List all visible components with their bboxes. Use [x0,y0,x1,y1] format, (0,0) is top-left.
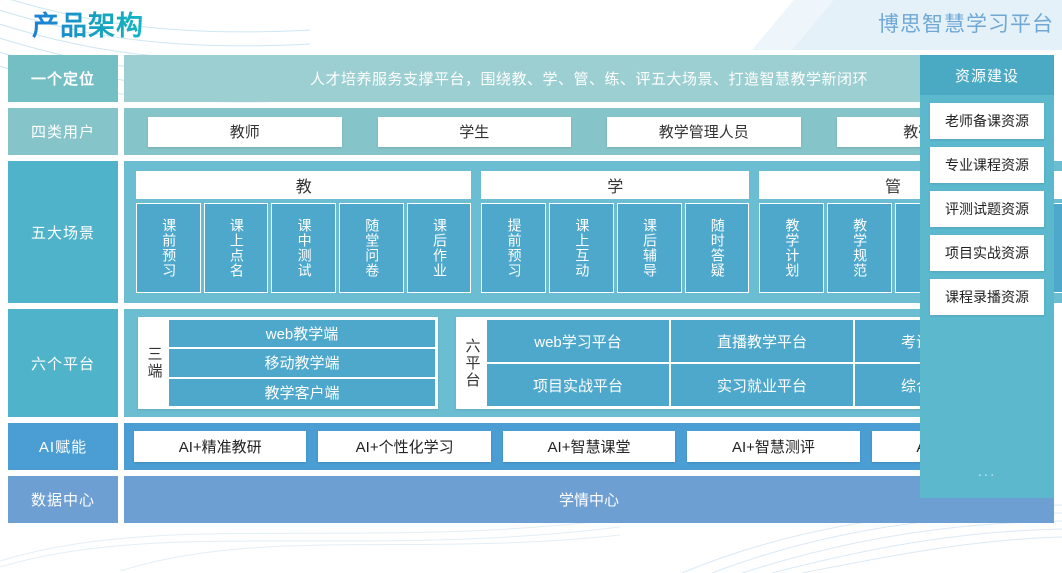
users-band: 教师 学生 教学管理人员 教研人员 [124,108,1054,155]
resource-column: 资源建设 老师备课资源 专业课程资源 评测试题资源 项目实战资源 课程录播资源 … [920,55,1054,498]
resource-items: 老师备课资源 专业课程资源 评测试题资源 项目实战资源 课程录播资源 ... [920,95,1054,498]
resource-card[interactable]: 评测试题资源 [930,191,1044,227]
ai-card[interactable]: AI+精准教研 [134,431,307,462]
architecture-diagram: 一个定位 人才培养服务支撑平台，围绕教、学、管、练、评五大场景、打造智慧教学新闭… [8,55,1062,555]
user-card[interactable]: 教学管理人员 [607,116,801,147]
row-label-positioning: 一个定位 [8,55,118,102]
scene-group-learn: 学 提前预习 课上互动 课后辅导 随时答疑 [481,171,750,293]
scene-item[interactable]: 课上互动 [549,203,614,293]
platform-cell[interactable]: 直播教学平台 [671,320,853,362]
user-card[interactable]: 教师 [148,116,342,147]
page-title: 产品架构 [32,4,144,43]
row-label-data: 数据中心 [8,476,118,523]
row-ai: AI赋能 AI+精准教研 AI+个性化学习 AI+智慧课堂 AI+智慧测评 AI… [8,423,1054,470]
three-terminals-group: 三端 web教学端 移动教学端 教学客户端 [138,317,438,409]
platform-cell[interactable]: 项目实战平台 [487,364,669,406]
scene-item[interactable]: 课后辅导 [616,203,682,293]
row-label-platforms: 六个平台 [8,309,118,417]
resource-card[interactable]: 项目实战资源 [930,235,1044,271]
scene-item[interactable]: 课上点名 [203,203,269,293]
row-users: 四类用户 教师 学生 教学管理人员 教研人员 [8,108,1054,155]
row-platforms: 六个平台 三端 web教学端 移动教学端 教学客户端 [8,309,1054,417]
ai-card[interactable]: AI+个性化学习 [318,431,491,462]
platform-cell[interactable]: 实习就业平台 [671,364,853,406]
scene-item[interactable]: 教学规范 [826,203,892,293]
ai-card[interactable]: AI+智慧测评 [687,431,860,462]
row-label-ai: AI赋能 [8,423,118,470]
ai-card[interactable]: AI+智慧课堂 [502,431,676,462]
row-label-users: 四类用户 [8,108,118,155]
scene-item[interactable]: 教学计划 [759,203,824,293]
resource-column-title: 资源建设 [920,55,1054,95]
scene-head: 教 [136,171,472,199]
resource-more-indicator[interactable]: ... [977,463,997,480]
row-data: 数据中心 学情中心 [8,476,1054,523]
brand-title: 博思智慧学习平台 [878,13,1054,36]
scene-item[interactable]: 随堂问卷 [339,203,404,293]
data-center-banner: 学情中心 [124,476,1054,523]
scene-item[interactable]: 课后作业 [406,203,472,293]
row-label-scenes: 五大场景 [8,161,118,303]
six-platforms-key: 六平台 [457,318,487,408]
scene-item[interactable]: 课前预习 [136,203,201,293]
row-positioning: 一个定位 人才培养服务支撑平台，围绕教、学、管、练、评五大场景、打造智慧教学新闭… [8,55,1054,102]
scene-item[interactable]: 提前预习 [481,203,547,293]
ai-band: AI+精准教研 AI+个性化学习 AI+智慧课堂 AI+智慧测评 AI+智慧管理 [124,423,1054,470]
positioning-banner: 人才培养服务支撑平台，围绕教、学、管、练、评五大场景、打造智慧教学新闭环 [124,55,1054,102]
platform-cell[interactable]: web学习平台 [487,320,669,362]
scene-item[interactable]: 随时答疑 [684,203,750,293]
three-terminals-key: 三端 [139,318,169,408]
page-header: 产品架构 博思智慧学习平台 [0,0,1062,50]
scene-head: 学 [481,171,750,199]
resource-card[interactable]: 专业课程资源 [930,147,1044,183]
row-scenes: 五大场景 教 课前预习 课上点名 课中测试 随堂问卷 课后作业 学 [8,161,1062,303]
platforms-band: 三端 web教学端 移动教学端 教学客户端 六平台 [124,309,1054,417]
scene-item[interactable]: 课中测试 [271,203,337,293]
platform-cell[interactable]: 移动教学端 [169,349,435,377]
platform-cell[interactable]: web教学端 [169,320,435,348]
resource-card[interactable]: 老师备课资源 [930,103,1044,139]
platform-cell[interactable]: 教学客户端 [169,378,435,406]
user-card[interactable]: 学生 [377,116,571,147]
resource-card[interactable]: 课程录播资源 [930,279,1044,315]
scene-group-teach: 教 课前预习 课上点名 课中测试 随堂问卷 课后作业 [136,171,472,293]
